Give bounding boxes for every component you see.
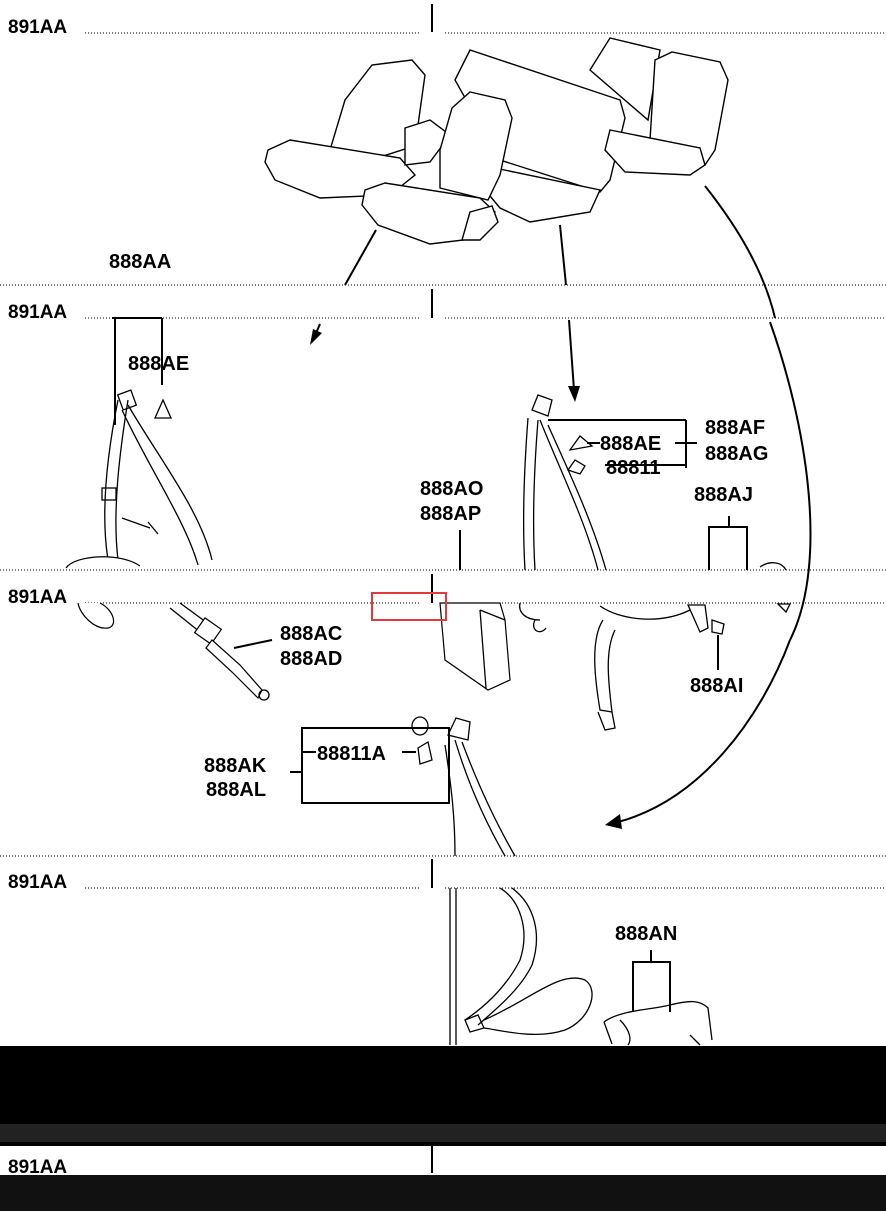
- callout-888aa: 888AA: [109, 251, 171, 273]
- callout-888ak: 888AK: [204, 755, 267, 777]
- callout-888ai: 888AI: [690, 675, 743, 697]
- scan-noise-band: [0, 1046, 886, 1211]
- rear-seat-belt: [290, 716, 713, 1046]
- pointer-arrows: [310, 185, 812, 829]
- callout-888ad: 888AD: [280, 648, 342, 670]
- front-left-seat-belt: [65, 317, 270, 701]
- front-right-seat-belt: [519, 394, 792, 731]
- page-header: 891AA: [8, 17, 67, 38]
- callout-888aj: 888AJ: [694, 484, 753, 506]
- page-header: 891AA: [8, 872, 67, 893]
- page-header: 891AA: [8, 587, 67, 608]
- callout-888ap: 888AP: [420, 503, 481, 525]
- callout-888ao: 888AO: [420, 478, 483, 500]
- callout-888an: 888AN: [615, 923, 677, 945]
- center-box-part: [371, 530, 511, 691]
- callout-888ag: 888AG: [705, 443, 768, 465]
- seats-illustration: [264, 37, 729, 245]
- callout-888al: 888AL: [206, 779, 266, 801]
- highlight-box: [371, 592, 447, 621]
- callout-88811a: 88811A: [317, 743, 386, 765]
- page-header: 891AA: [8, 1157, 67, 1178]
- callout-888ae-left: 888AE: [128, 353, 189, 375]
- callout-888ac: 888AC: [280, 623, 342, 645]
- callout-88811: 88811: [606, 457, 661, 479]
- callout-888ae-right: 888AE: [600, 433, 661, 455]
- callout-888af: 888AF: [705, 417, 765, 439]
- page-header: 891AA: [8, 302, 67, 323]
- leader-888ac: [233, 639, 273, 649]
